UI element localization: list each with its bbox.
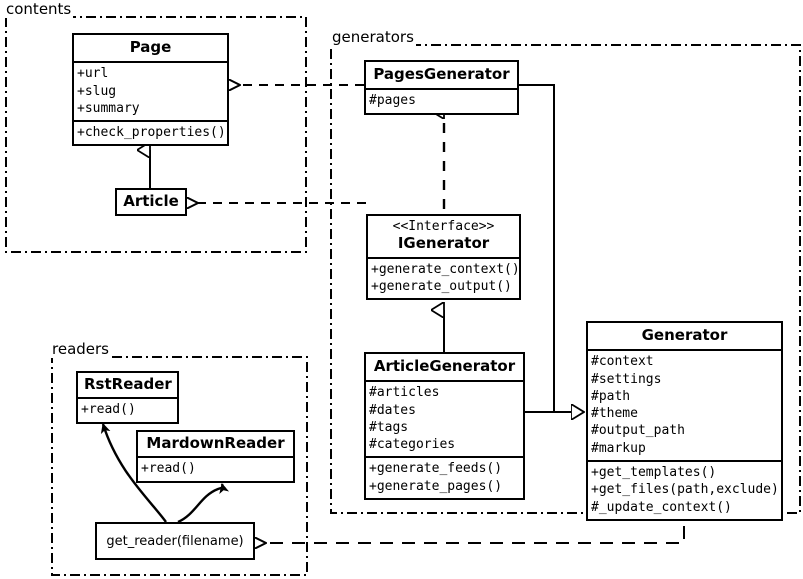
class-box-pages-generator[interactable]: PagesGenerator #pages xyxy=(364,60,519,115)
connector-get-reader-creates-rstreader xyxy=(100,423,167,523)
class-attribute: #path xyxy=(591,388,631,404)
class-box-generator[interactable]: Generator #context #settings #path #them… xyxy=(586,321,783,521)
class-attribute: #pages xyxy=(369,93,416,109)
function-box-get-reader[interactable]: get_reader(filename) xyxy=(95,522,255,560)
package-border-generators xyxy=(330,44,801,514)
package-label-readers: readers xyxy=(50,340,111,358)
class-box-rst-reader[interactable]: RstReader +read() xyxy=(76,371,179,424)
class-method: +generate_output() xyxy=(371,279,512,295)
class-name-generator: Generator xyxy=(641,326,728,344)
class-methods-igenerator: +generate_context() +generate_output() xyxy=(368,256,520,299)
class-method: +get_templates() xyxy=(591,464,717,480)
class-method: +generate_feeds() xyxy=(369,461,503,477)
class-attributes-article-generator: #articles #dates #tags #categories xyxy=(366,380,523,456)
class-attribute: +summary xyxy=(77,100,140,116)
class-attribute: #context xyxy=(591,354,654,370)
class-method: +read() xyxy=(81,402,136,418)
class-box-article-generator[interactable]: ArticleGenerator #articles #dates #tags … xyxy=(364,352,525,500)
connector-get-reader-creates-mardownreader xyxy=(177,483,230,524)
class-methods-article-generator: +generate_feeds() +generate_pages() xyxy=(366,456,523,498)
class-box-page[interactable]: Page +url +slug +summary +check_properti… xyxy=(72,33,229,147)
function-box-label: get_reader(filename) xyxy=(106,533,244,549)
class-box-mardown-reader[interactable]: MardownReader +read() xyxy=(136,430,295,483)
class-stereotype-igenerator: <<Interface>> xyxy=(392,219,495,234)
class-methods-page: +check_properties() xyxy=(74,120,227,144)
class-attribute: #markup xyxy=(591,440,646,456)
package-border-readers xyxy=(51,356,308,576)
class-method: +generate_context() xyxy=(371,261,520,277)
class-method: +generate_pages() xyxy=(369,478,503,494)
class-attribute: +slug xyxy=(77,83,117,99)
class-name-page: Page xyxy=(129,38,172,56)
class-method: +check_properties() xyxy=(77,125,226,141)
class-method: +read() xyxy=(141,461,196,477)
class-name-article: Article xyxy=(123,192,179,210)
class-attribute: #settings xyxy=(591,371,662,387)
class-name-mardown-reader: MardownReader xyxy=(146,434,285,452)
class-attributes-page: +url +slug +summary xyxy=(74,61,227,120)
class-attribute: +url xyxy=(77,66,109,82)
class-attribute: #theme xyxy=(591,406,638,422)
class-name-igenerator: <<Interface>> IGenerator xyxy=(368,216,519,257)
package-border-contents xyxy=(5,16,307,253)
class-methods-rst-reader: +read() xyxy=(78,397,177,421)
class-attributes-pages-generator: #pages xyxy=(366,88,517,112)
class-box-article[interactable]: Article xyxy=(115,188,187,217)
class-attribute: #tags xyxy=(369,419,409,435)
class-methods-generator: +get_templates() +get_files(path,exclude… xyxy=(588,459,781,519)
package-label-generators: generators xyxy=(330,28,416,46)
class-attribute: #articles xyxy=(369,385,440,401)
class-attributes-generator: #context #settings #path #theme #output_… xyxy=(588,349,781,460)
class-name-article-generator: ArticleGenerator xyxy=(373,357,516,375)
class-method: +get_files(path,exclude) xyxy=(591,482,779,498)
class-box-igenerator[interactable]: <<Interface>> IGenerator +generate_conte… xyxy=(366,214,521,301)
class-attribute: #output_path xyxy=(591,423,685,439)
class-methods-mardown-reader: +read() xyxy=(138,456,293,480)
class-name-rst-reader: RstReader xyxy=(84,375,172,393)
class-attribute: #categories xyxy=(369,437,456,453)
package-label-contents: contents xyxy=(4,0,74,18)
class-name-pages-generator: PagesGenerator xyxy=(373,65,510,83)
class-method: #_update_context() xyxy=(591,499,732,515)
class-attribute: #dates xyxy=(369,402,416,418)
class-name-text: IGenerator xyxy=(397,233,490,252)
